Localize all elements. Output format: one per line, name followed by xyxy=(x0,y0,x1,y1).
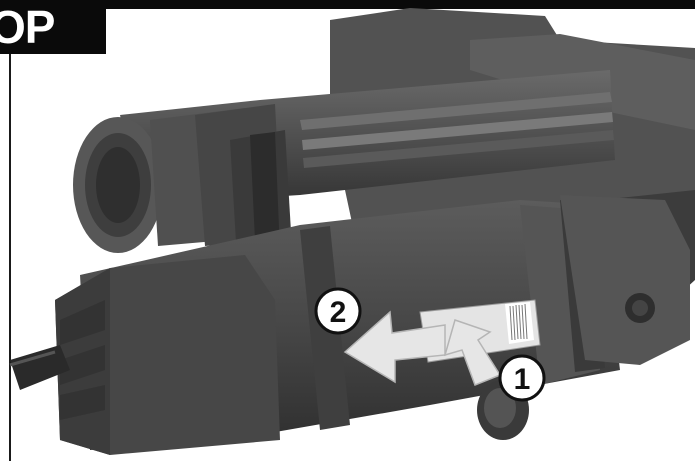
arrow-left xyxy=(343,310,446,384)
callout-2-label: 2 xyxy=(330,296,347,329)
gear-housing xyxy=(560,195,690,365)
section-tab: OP xyxy=(0,0,106,54)
left-margin-rule xyxy=(9,54,11,461)
callout-1: 1 xyxy=(498,354,546,402)
callout-2: 2 xyxy=(314,287,362,335)
motor-rear-end xyxy=(55,255,280,455)
header-bar xyxy=(0,0,695,9)
arrow-up-left xyxy=(443,319,502,386)
power-cord xyxy=(9,345,70,390)
callout-1-label: 1 xyxy=(514,363,531,396)
